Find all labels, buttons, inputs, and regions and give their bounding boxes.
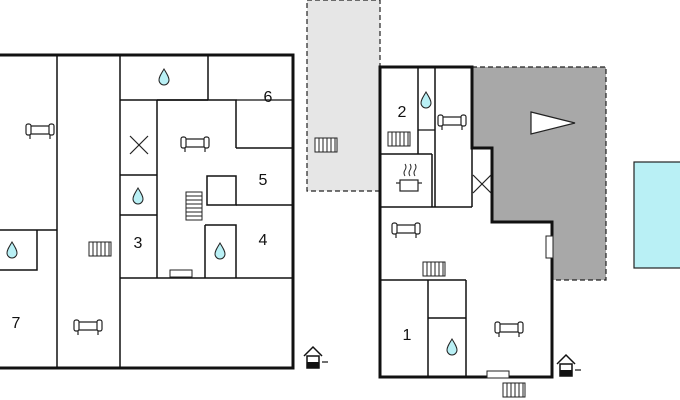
- entrance-house-icon: [303, 346, 329, 369]
- room-label: 6: [264, 89, 273, 106]
- cooktop-icon: [396, 163, 422, 192]
- left-building: [0, 53, 295, 370]
- room-label: 1: [403, 327, 412, 344]
- terrace-top: [306, 0, 381, 192]
- closet-x-icon: [129, 135, 149, 155]
- sofa-icon: [25, 123, 55, 140]
- radiator-icon: [314, 137, 338, 153]
- entrance-house-icon: [556, 354, 582, 377]
- room-label: 4: [259, 232, 268, 249]
- water-drop-icon: [420, 91, 432, 109]
- stairs-icon: [185, 191, 203, 221]
- door-icon: [486, 370, 510, 379]
- water-drop-icon: [6, 241, 18, 259]
- door-icon: [545, 235, 554, 259]
- radiator-icon: [88, 241, 112, 257]
- room-label: 5: [259, 172, 268, 189]
- direction-triangle-icon: [530, 111, 576, 135]
- water-drop-icon: [132, 187, 144, 205]
- water-drop-icon: [214, 242, 226, 260]
- sofa-icon: [73, 319, 103, 336]
- door-icon: [169, 269, 193, 278]
- sofa-icon: [437, 114, 467, 131]
- radiator-icon: [387, 131, 411, 147]
- water-drop-icon: [158, 68, 170, 86]
- water-drop-icon: [446, 338, 458, 356]
- radiator-icon: [502, 382, 526, 398]
- sofa-icon: [180, 136, 210, 153]
- sofa-icon: [494, 321, 524, 338]
- sofa-icon: [391, 222, 421, 239]
- radiator-icon: [422, 261, 446, 277]
- room-label: 2: [398, 104, 407, 121]
- pool: [633, 161, 680, 269]
- room-label: 3: [134, 235, 143, 252]
- room-label: 7: [12, 315, 21, 332]
- closet-x-icon: [472, 174, 492, 194]
- right-building: [378, 65, 554, 379]
